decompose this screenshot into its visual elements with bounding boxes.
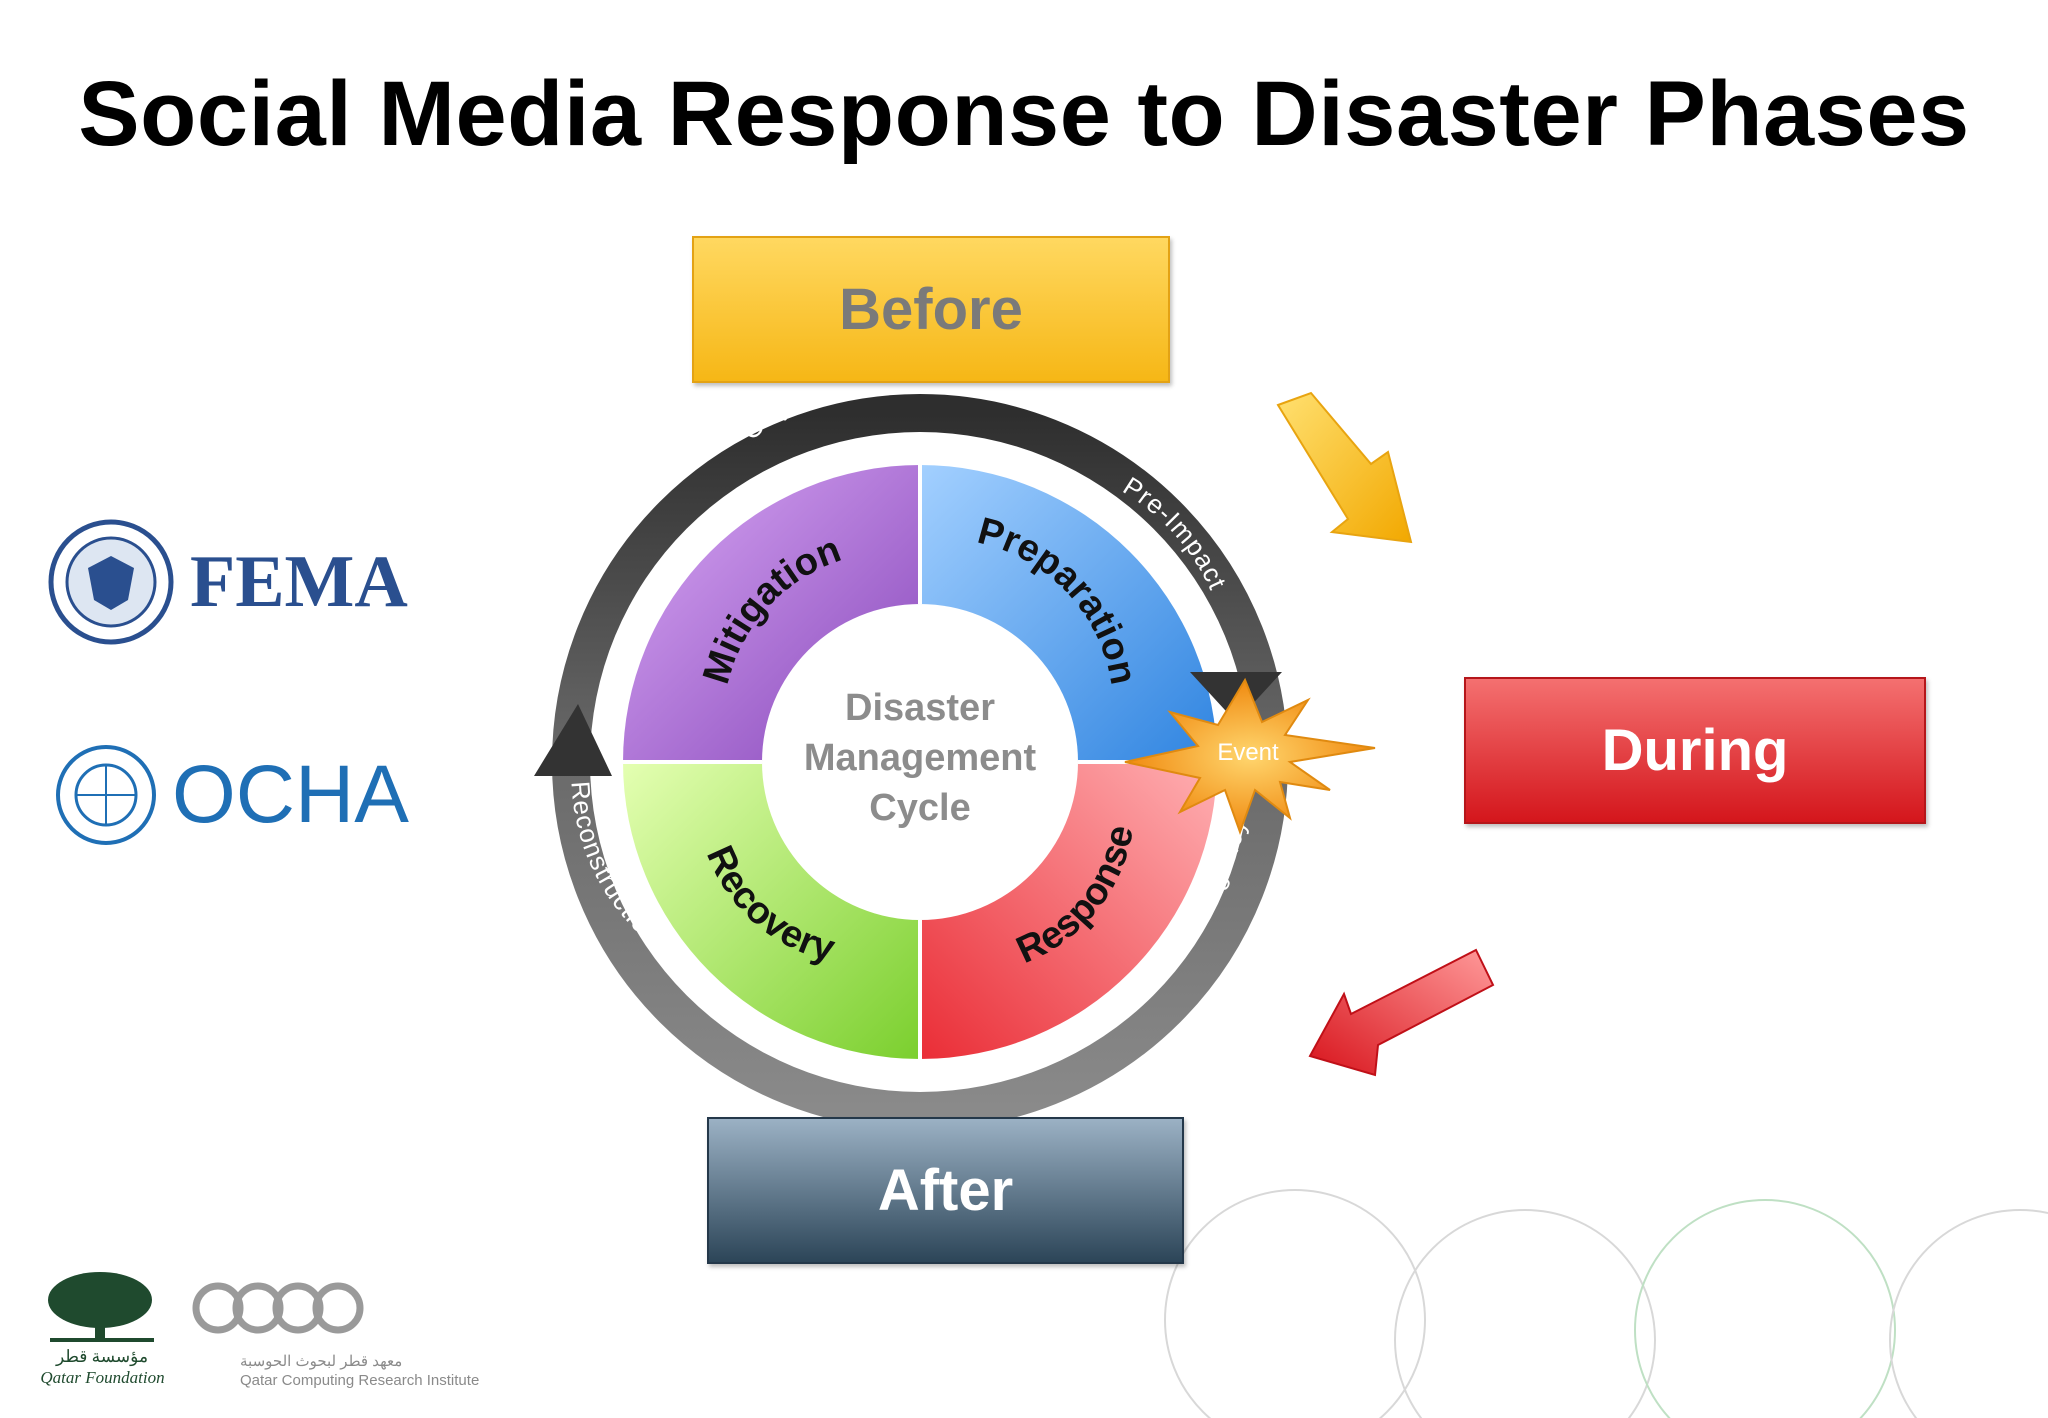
center-line-3: Cycle [869, 787, 970, 829]
slide-title: Social Media Response to Disaster Phases [78, 63, 1970, 165]
qatar-foundation-tree-icon [48, 1272, 154, 1342]
qcri-arabic-text: معهد قطر لبحوث الحوسبة [240, 1353, 403, 1370]
qcri-english-text: Qatar Computing Research Institute [240, 1372, 480, 1389]
qf-english-text: Qatar Foundation [40, 1368, 165, 1387]
phase-before: Before [692, 236, 1170, 383]
qcri-logo-icon [192, 1282, 364, 1334]
phase-during: During [1464, 677, 1926, 824]
event-starburst: Event [1124, 677, 1376, 835]
ocha-logo-text: OCHA [172, 749, 409, 840]
un-emblem-icon [56, 745, 156, 845]
watermark-circles [1164, 1189, 2048, 1418]
event-label: Event [1217, 739, 1279, 766]
fema-logo-text: FEMA [190, 541, 408, 623]
center-line-1: Disaster [845, 687, 995, 729]
phase-after: After [707, 1117, 1184, 1264]
dhs-seal-icon [48, 519, 174, 645]
arrow-during-to-after [1308, 948, 1495, 1077]
center-circle [762, 604, 1078, 920]
arrow-before-to-during [1276, 391, 1413, 544]
center-line-2: Management [804, 737, 1037, 779]
qf-arabic-text: مؤسسة قطر [55, 1347, 149, 1366]
ring-arrowhead-left [534, 704, 612, 776]
